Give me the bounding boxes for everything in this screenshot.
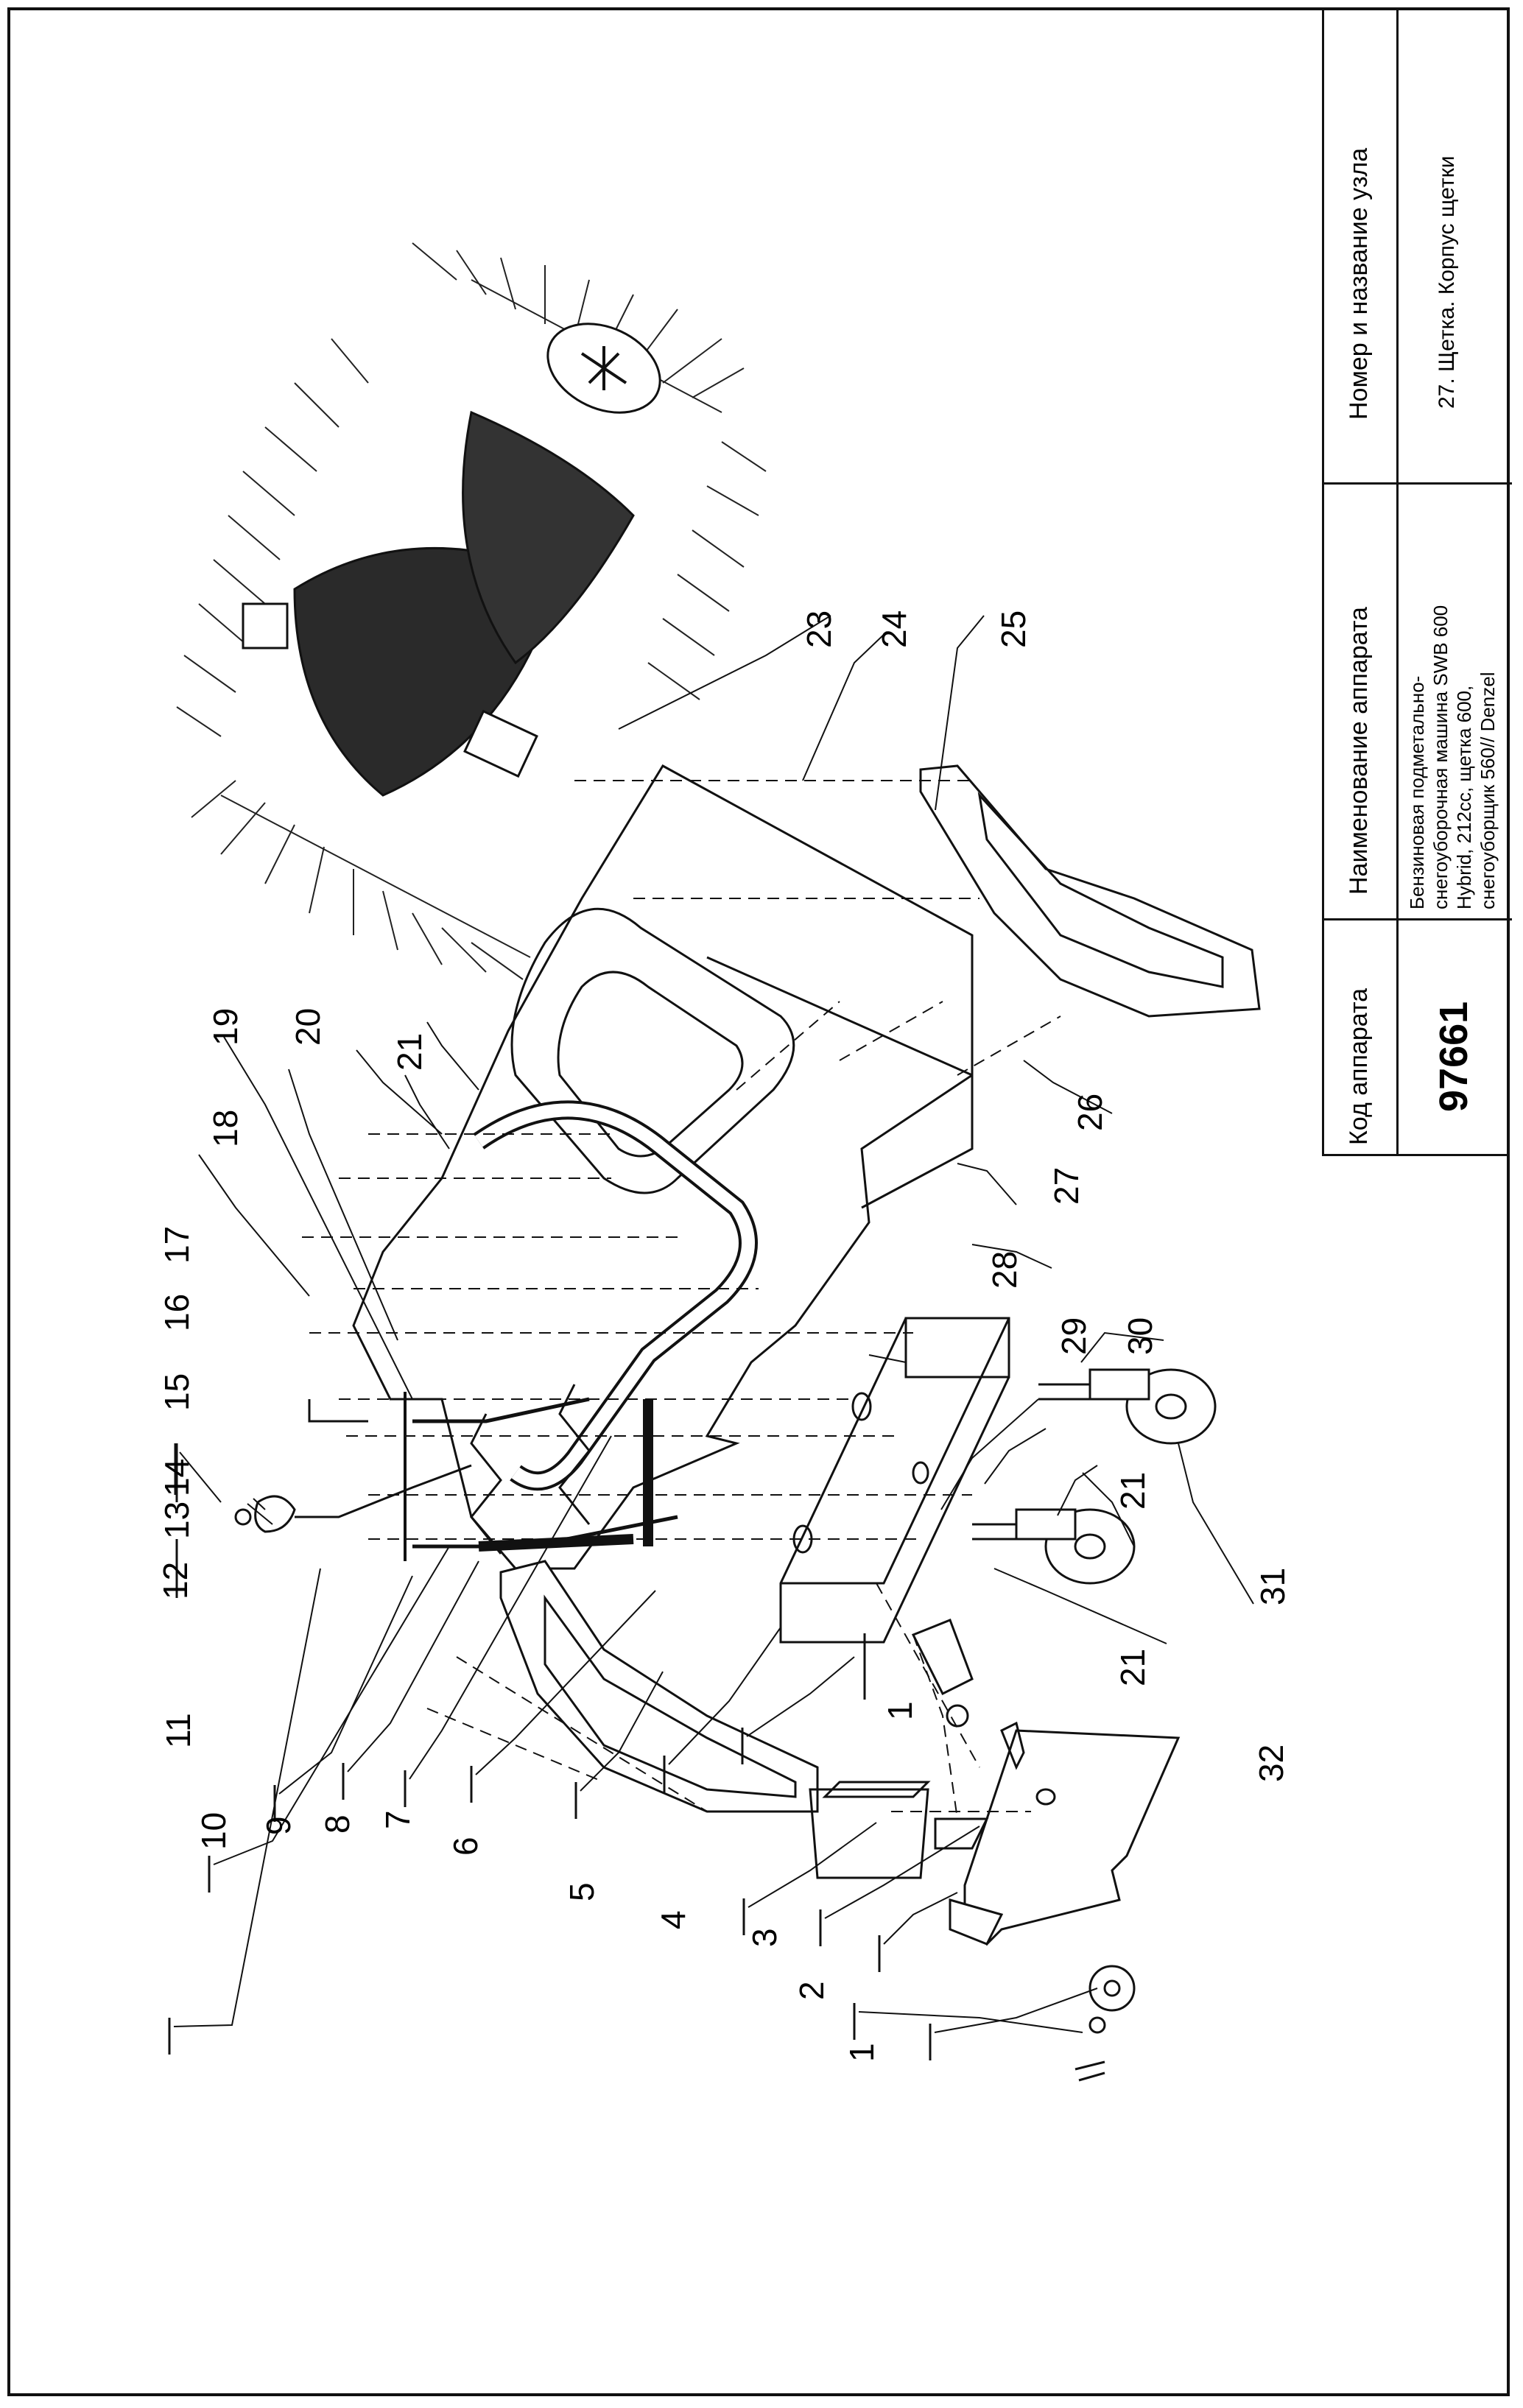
callout-1a: 1	[843, 2043, 881, 2062]
callout-10: 10	[194, 1812, 233, 1850]
callout-2: 2	[792, 1981, 831, 2000]
callout-25: 25	[994, 610, 1033, 648]
title-block-divider-vertical	[1396, 7, 1399, 1156]
callout-20: 20	[289, 1008, 327, 1046]
callout-32: 32	[1252, 1745, 1290, 1782]
name-header: Наименование аппарата	[1345, 607, 1373, 895]
brush-roller	[176, 242, 767, 980]
callout-labels: 1 2 3 4 5 6 7 8 9 10 11 12 13 14 15 16 1…	[156, 610, 1292, 2062]
name-line-4: снегоуборщик 560// Denzel	[1477, 672, 1499, 910]
callout-14: 14	[158, 1459, 196, 1496]
callout-5: 5	[563, 1882, 601, 1901]
callout-underlines	[168, 1443, 932, 2060]
callout-16: 16	[158, 1294, 196, 1331]
callout-13: 13	[158, 1502, 196, 1539]
front-mount-plate	[949, 1721, 1181, 1946]
callout-29: 29	[1055, 1317, 1093, 1355]
callout-11: 11	[159, 1713, 197, 1748]
small-parts	[234, 1384, 1136, 2082]
callout-30: 30	[1121, 1317, 1159, 1355]
callout-21b: 21	[1114, 1472, 1152, 1510]
caster-wheels	[972, 1368, 1217, 1585]
callout-28: 28	[985, 1251, 1024, 1289]
callout-17: 17	[158, 1226, 196, 1264]
callout-8: 8	[318, 1814, 356, 1834]
callout-18: 18	[206, 1110, 245, 1147]
callout-3: 3	[745, 1928, 784, 1947]
title-block: Номер и название узла 27. Щетка. Корпус …	[1322, 7, 1512, 1156]
callout-26: 26	[1071, 1094, 1109, 1131]
callout-1b: 1	[881, 1701, 919, 1720]
callout-24: 24	[875, 610, 913, 648]
callout-21c: 21	[1114, 1649, 1152, 1686]
brush-housing	[352, 764, 1010, 1644]
skid-plates	[499, 764, 1261, 1813]
alignment-lines	[302, 780, 1061, 1820]
callout-6: 6	[446, 1837, 485, 1856]
name-value: Бензиновая подметально- снегоуборочная м…	[1405, 482, 1499, 909]
name-line-3: Hybrid, 212cc, щетка 600,	[1453, 685, 1475, 909]
name-line-1: Бензиновая подметально-	[1406, 675, 1428, 909]
title-block-divider-1	[1324, 482, 1512, 485]
callout-15: 15	[158, 1373, 196, 1411]
node-header: Номер и название узла	[1345, 147, 1373, 420]
callout-9: 9	[259, 1816, 298, 1835]
callout-4: 4	[654, 1910, 692, 1929]
drawing-sheet-border	[7, 7, 1510, 2396]
callout-23: 23	[800, 610, 838, 648]
callout-31: 31	[1253, 1568, 1292, 1605]
node-value: 27. Щетка. Корпус щетки	[1435, 155, 1459, 409]
code-header: Код аппарата	[1345, 988, 1373, 1145]
leader-lines	[173, 615, 1254, 2033]
callout-19: 19	[206, 1008, 245, 1046]
callout-21a: 21	[390, 1033, 429, 1071]
title-block-divider-2	[1324, 918, 1512, 920]
callout-27: 27	[1047, 1167, 1086, 1205]
code-value: 97661	[1432, 1001, 1476, 1112]
callout-7: 7	[379, 1810, 417, 1829]
callout-12: 12	[156, 1562, 194, 1599]
name-line-2: снегоуборочная машина SWB 600	[1429, 605, 1452, 909]
